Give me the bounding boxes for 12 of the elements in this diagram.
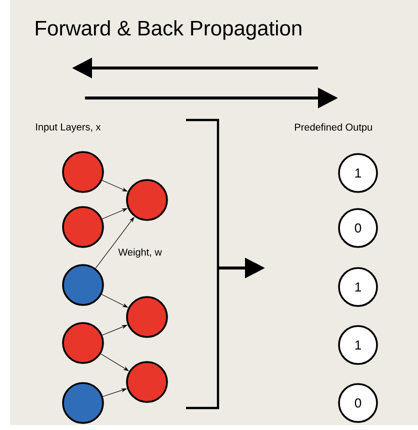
neuron-circle <box>126 179 168 221</box>
label: Weight, w <box>118 248 162 258</box>
label: Input Layers, x <box>36 124 101 132</box>
label: Predefined Outpu <box>295 123 372 133</box>
neuron-circle <box>126 361 168 403</box>
neuron-circle <box>62 264 104 306</box>
neuron-circle <box>62 322 104 364</box>
neuron-circle <box>62 382 104 424</box>
neuron-circle <box>126 296 168 338</box>
neuron-circle <box>62 206 104 248</box>
neuron-circle <box>62 151 104 193</box>
title: Forward & Back Propagation <box>36 20 302 40</box>
